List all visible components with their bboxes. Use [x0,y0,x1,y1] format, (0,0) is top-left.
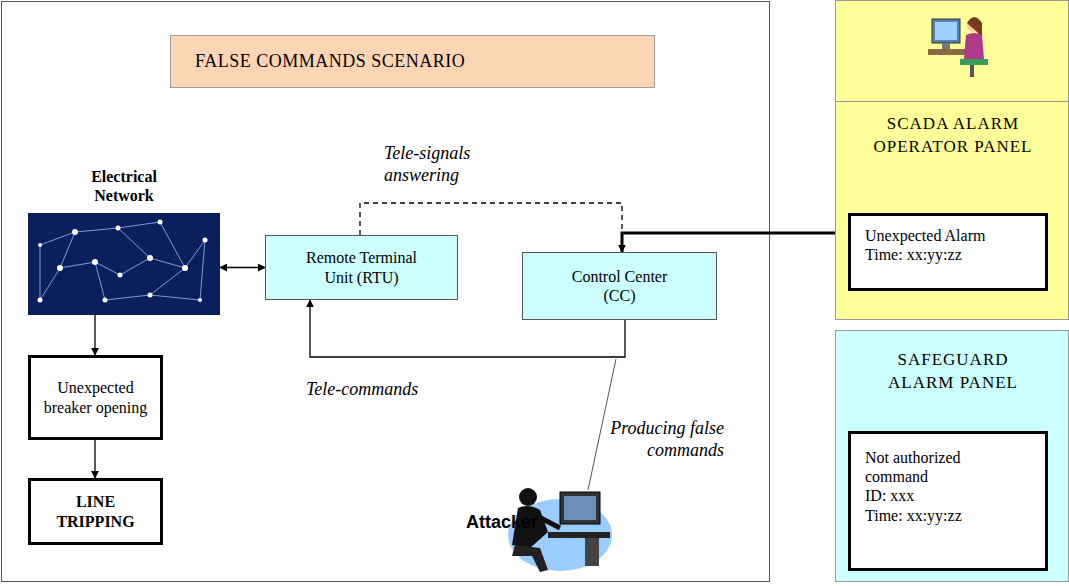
network-picture [28,213,220,315]
actor-label: Attacker [466,512,566,534]
process-box: Control Center (CC) [522,252,717,320]
panel-heading: SAFEGUARD ALARM PANEL [836,349,1069,395]
box-text: Unexpected breaker opening [40,378,152,416]
diagram-title: FALSE COMMANDS SCENARIO [195,51,465,73]
alarm-box: Not authorized commandID: xxxTime: xx:yy… [848,431,1048,571]
box-text: ID: xxx [865,486,1031,505]
connector [220,267,265,268]
box-text: Not authorized command [865,448,995,486]
alarm-box: Unexpected AlarmTime: xx:yy:zz [848,213,1048,291]
process-box: Remote Terminal Unit (RTU) [265,235,458,300]
box-text: Time: xx:yy:zz [865,506,1031,525]
panel-heading: SCADA ALARM OPERATOR PANEL [836,113,1069,159]
edge-label: Tele-commands [306,379,476,401]
event-box: Unexpected breaker opening [28,355,163,440]
connector [94,440,95,478]
title-box: FALSE COMMANDS SCENARIO [170,35,655,88]
box-text: Time: xx:yy:zz [865,245,1031,264]
box-text: Electrical Network [28,167,220,205]
scenario-frame [2,2,770,582]
edge-label: Tele-signals answering [384,143,480,186]
operator-icon [836,1,1069,102]
box-text: Remote Terminal Unit (RTU) [292,248,432,286]
connector [622,233,848,252]
box-text: Control Center (CC) [560,267,680,305]
event-box: LINE TRIPPING [28,478,163,545]
attacker-action: Producing false commands [606,418,724,461]
box-text: LINE TRIPPING [46,492,146,530]
network-node: Electrical Network [28,213,220,315]
alarm-panel: SCADA ALARM OPERATOR PANEL Unexpected Ala… [835,0,1069,320]
alarm-panel: SAFEGUARD ALARM PANEL Not authorized comm… [835,330,1069,582]
connector [94,315,95,355]
box-text: Unexpected Alarm [865,226,1031,245]
